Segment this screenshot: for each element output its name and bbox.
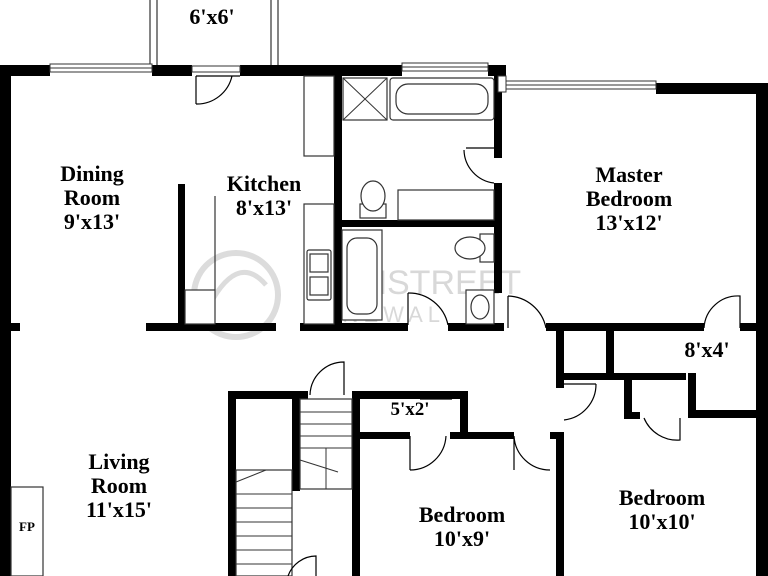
- wall-stair-right: [292, 399, 300, 491]
- wall-bath-master-low: [494, 183, 502, 293]
- wall-bedroom-right-top: [688, 410, 760, 418]
- tub-2: [341, 229, 383, 321]
- walls: [0, 65, 768, 576]
- kitchen-cabinet-upper: [303, 75, 335, 157]
- wall-top-left: [0, 65, 50, 76]
- master-size: 13'x12': [595, 210, 662, 235]
- wall-mid-left: [0, 323, 20, 331]
- wall-top-mid2: [240, 65, 402, 76]
- bedroom-right-name: Bedroom: [619, 485, 705, 510]
- deck-outline: [149, 0, 279, 66]
- wall-closet-bottom: [556, 373, 686, 380]
- wall-mid-bath2: [448, 323, 504, 331]
- bathtub-basin: [395, 83, 489, 115]
- fireplace-label: FP: [19, 519, 35, 534]
- window-master-side: [497, 75, 507, 93]
- door-hall-closet: [563, 383, 597, 421]
- doors: [191, 65, 741, 576]
- kitchen-sink-basin-2: [309, 276, 329, 296]
- toilet-bowl-top: [360, 180, 386, 212]
- wall-bedroom-mid-top: [352, 432, 410, 439]
- stairs-lower: [235, 469, 293, 576]
- wall-mid-master2: [740, 323, 760, 331]
- kitchen-name: Kitchen: [227, 171, 302, 196]
- kitchen-size: 8'x13': [236, 195, 292, 220]
- wall-kitchen-bath: [334, 74, 342, 330]
- tub-2-basin: [346, 237, 378, 315]
- wall-right: [756, 83, 768, 576]
- wall-closet-b-left: [624, 373, 632, 419]
- wall-top-bath: [488, 65, 506, 76]
- vanity-top: [397, 189, 495, 221]
- wall-top-right: [656, 83, 756, 94]
- door-bedroom-right: [513, 435, 551, 471]
- wall-bedroom-divider: [556, 432, 564, 576]
- door-lower-stairs: [287, 555, 317, 576]
- windows: [49, 62, 657, 93]
- wall-closet-left: [556, 323, 564, 379]
- wall-stair-top: [228, 391, 308, 399]
- wall-mid-bath: [300, 323, 408, 331]
- wall-bath-split: [338, 220, 498, 227]
- door-bath2: [407, 292, 449, 326]
- kitchen-sink-basin-1: [309, 253, 329, 273]
- closet-a-size: 8'x4': [684, 337, 729, 362]
- wall-kitchen-left: [178, 184, 185, 328]
- dining-size: 9'x13': [64, 209, 120, 234]
- wall-mid-center: [146, 323, 276, 331]
- bathtub: [389, 77, 495, 121]
- wall-top-mid: [152, 65, 192, 76]
- living-name-2: Room: [91, 473, 147, 498]
- dining-name-2: Room: [64, 185, 120, 210]
- door-bedroom-mid: [409, 435, 447, 471]
- wall-closet-right-inner: [688, 373, 696, 415]
- closet-b-size: 5'x2': [390, 399, 429, 420]
- master-name-2: Bedroom: [586, 186, 672, 211]
- wall-closet5-top: [352, 391, 468, 399]
- door-master-bath: [463, 147, 495, 184]
- toilet-bowl-2: [454, 236, 486, 260]
- door-deck: [195, 75, 240, 105]
- wall-closet5-right: [460, 391, 468, 435]
- fixtures: [10, 75, 495, 576]
- living-size: 11'x15': [86, 497, 152, 522]
- bedroom-right-size: 10'x10': [628, 509, 695, 534]
- wall-bedroom-mid-top2: [450, 432, 514, 439]
- wall-left: [0, 65, 11, 576]
- living-name-1: Living: [88, 449, 149, 474]
- wall-hall-closet: [556, 376, 564, 388]
- wall-mid-master: [546, 323, 704, 331]
- stairs-upper: [299, 398, 353, 490]
- door-bedroom-right-closet: [643, 417, 681, 441]
- bedroom-mid-size: 10'x9': [434, 526, 490, 551]
- kitchen-counter-left: [184, 289, 216, 325]
- dining-name-1: Dining: [60, 161, 124, 186]
- deck-size: 6'x6': [189, 4, 234, 29]
- wall-closet-divider: [606, 323, 614, 379]
- wall-bath-master: [494, 74, 502, 158]
- sink-2: [470, 294, 490, 320]
- master-name-1: Master: [595, 162, 662, 187]
- kitchen-sink: [306, 249, 332, 301]
- door-stairs: [309, 361, 345, 396]
- wall-closet-b-bottom: [624, 412, 640, 419]
- wall-stair-left: [228, 391, 236, 576]
- door-master-hall: [507, 295, 547, 329]
- door-master-closet: [703, 295, 741, 329]
- fireplace-box: [10, 486, 44, 576]
- bedroom-mid-name: Bedroom: [419, 502, 505, 527]
- wall-stair-right-low: [352, 391, 360, 576]
- room-labels: 6'x6' Dining Room 9'x13' Kitchen 8'x13' …: [19, 4, 730, 551]
